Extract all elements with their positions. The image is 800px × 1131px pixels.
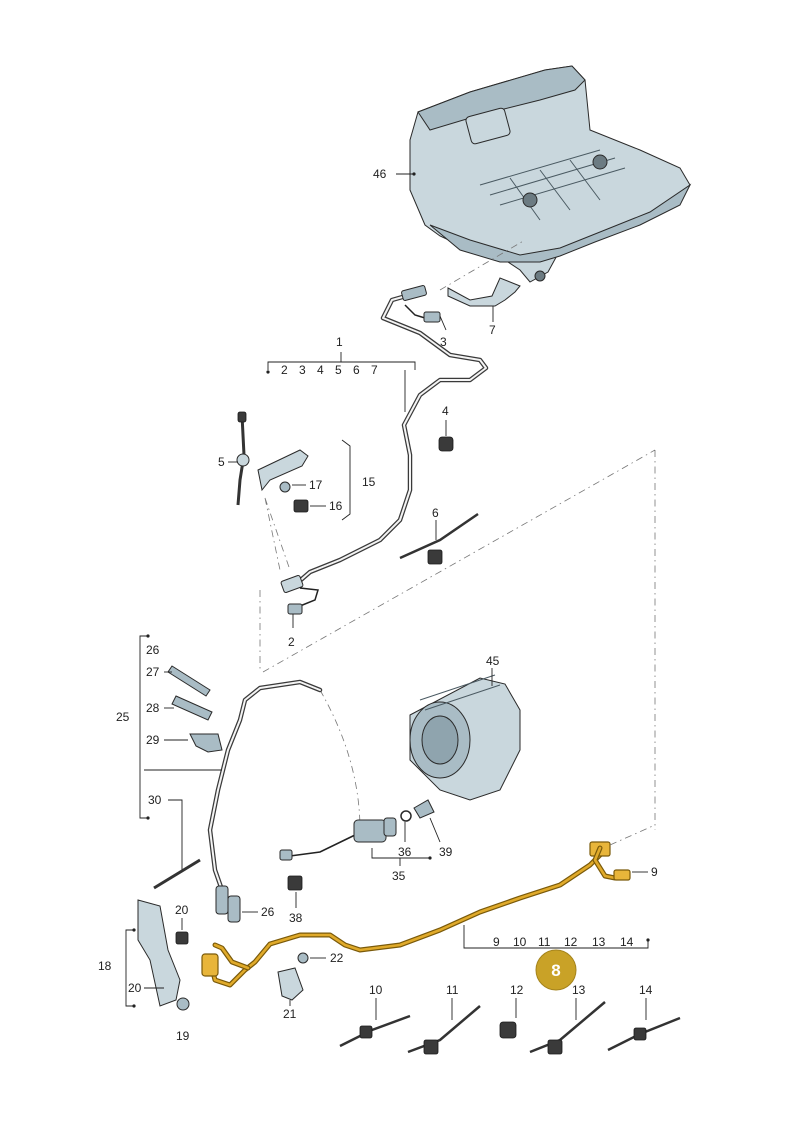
callout-11-lower: 11 — [446, 983, 459, 997]
callout-46: 46 — [373, 167, 387, 181]
bolt-part-30[interactable] — [153, 858, 201, 890]
clip-part-11[interactable] — [407, 1005, 481, 1055]
callout-5: 5 — [218, 455, 225, 469]
clip-part-16[interactable] — [293, 499, 309, 513]
callout-19: 19 — [176, 1029, 190, 1043]
svg-text:10: 10 — [513, 935, 527, 949]
callout-3: 3 — [440, 335, 447, 349]
svg-text:14: 14 — [620, 935, 634, 949]
seal-part-36[interactable] — [400, 810, 412, 822]
callout-6: 6 — [432, 506, 439, 520]
callout-26: 26 — [146, 643, 160, 657]
clip-part-38[interactable] — [287, 875, 303, 891]
svg-text:12: 12 — [564, 935, 578, 949]
clamp-part-29[interactable] — [189, 733, 223, 753]
callout-16: 16 — [329, 499, 343, 513]
callout-45: 45 — [486, 654, 500, 668]
callout-26-lower: 26 — [261, 905, 275, 919]
callout-29: 29 — [146, 733, 160, 747]
bolt-part-27[interactable] — [167, 665, 211, 697]
svg-text:7: 7 — [371, 363, 378, 377]
upper-tube-assembly[interactable] — [280, 285, 489, 593]
callout-9-right: 9 — [651, 865, 658, 879]
callout-38: 38 — [289, 911, 303, 925]
catalytic-converter-part-45[interactable] — [409, 674, 521, 801]
callout-20-upper: 20 — [175, 903, 189, 917]
svg-text:9: 9 — [493, 935, 500, 949]
svg-text:6: 6 — [353, 363, 360, 377]
svg-text:4: 4 — [317, 363, 324, 377]
callout-28: 28 — [146, 701, 160, 715]
connector-part-3[interactable] — [423, 311, 441, 323]
callout-35: 35 — [392, 869, 406, 883]
callout-7: 7 — [489, 323, 496, 337]
sensor-part-5[interactable] — [236, 411, 250, 506]
callout-39: 39 — [439, 845, 453, 859]
callout-1: 1 — [336, 335, 343, 349]
callout-2: 2 — [288, 635, 295, 649]
clamp-part-39[interactable] — [413, 799, 435, 819]
callout-4: 4 — [442, 404, 449, 418]
svg-text:13: 13 — [592, 935, 606, 949]
sensor-part-35[interactable] — [279, 817, 397, 861]
svg-text:2: 2 — [281, 363, 288, 377]
svg-text:5: 5 — [335, 363, 342, 377]
lower-tube-assembly[interactable] — [207, 679, 323, 923]
highlighted-tube-part-8[interactable] — [201, 841, 631, 988]
callout-13-lower: 13 — [572, 983, 586, 997]
clip-part-4[interactable] — [438, 436, 454, 452]
clip-part-28[interactable] — [171, 695, 213, 721]
clip-part-14[interactable] — [607, 1016, 681, 1052]
nut-part-22[interactable] — [297, 952, 309, 964]
callout-30: 30 — [148, 793, 162, 807]
group-8-callouts: 9 10 11 12 13 14 — [493, 935, 634, 949]
clip-part-13[interactable] — [529, 1001, 606, 1055]
callout-27: 27 — [146, 665, 160, 679]
wire-3 — [404, 304, 426, 319]
callout-17: 17 — [309, 478, 323, 492]
svg-text:3: 3 — [299, 363, 306, 377]
callout-22: 22 — [330, 951, 344, 965]
part-number-badge: 8 — [535, 949, 577, 991]
callout-21: 21 — [283, 1007, 297, 1021]
group-1-callouts: 2 3 4 5 6 7 — [281, 363, 378, 377]
sensor-part-2[interactable] — [287, 587, 319, 615]
callout-14-lower: 14 — [639, 983, 653, 997]
callout-12-lower: 12 — [510, 983, 524, 997]
clip-part-10[interactable] — [339, 1014, 411, 1048]
bracket-part-7[interactable] — [447, 277, 521, 307]
callout-36: 36 — [398, 845, 412, 859]
callout-20-lower: 20 — [128, 981, 142, 995]
clip-part-6[interactable] — [399, 512, 479, 565]
callout-15: 15 — [362, 475, 376, 489]
bracket-part-15[interactable] — [257, 449, 309, 492]
callout-18: 18 — [98, 959, 112, 973]
nut-part-20-upper[interactable] — [175, 931, 189, 945]
fuel-tank-part-46[interactable] — [409, 65, 692, 283]
bracket-part-21[interactable] — [277, 967, 304, 1001]
svg-text:11: 11 — [538, 935, 551, 949]
svg-text:8: 8 — [551, 961, 560, 980]
nut-part-19[interactable] — [176, 997, 190, 1011]
callout-10-lower: 10 — [369, 983, 383, 997]
bracket-part-18[interactable] — [137, 899, 181, 1007]
clip-part-12[interactable] — [499, 1021, 517, 1039]
nut-part-17[interactable] — [279, 481, 291, 493]
callout-25: 25 — [116, 710, 130, 724]
